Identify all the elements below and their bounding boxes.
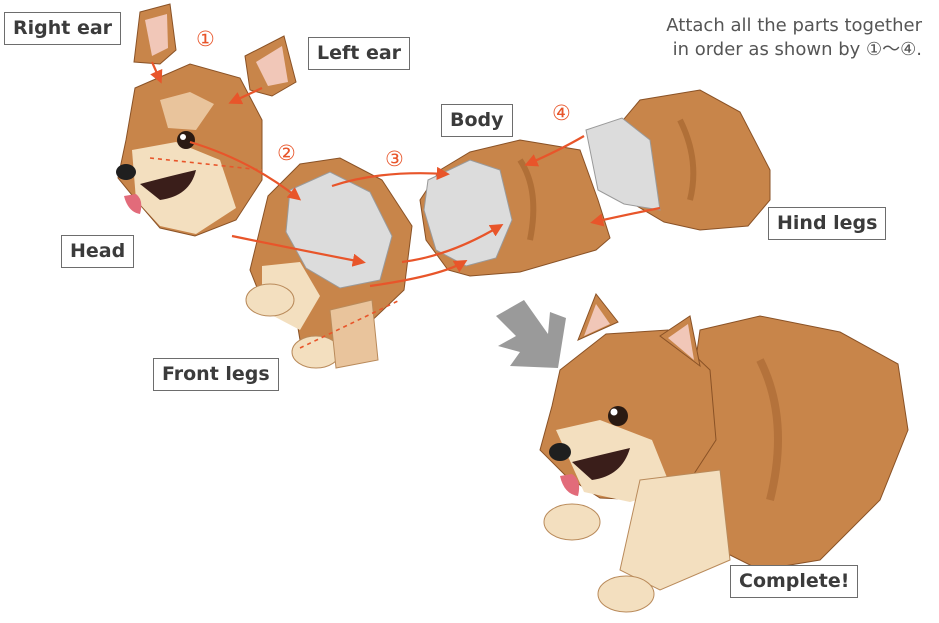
instructions-line-2: in order as shown by ①〜④.: [604, 38, 922, 62]
instructions-text: Attach all the parts together in order a…: [604, 14, 922, 62]
step-number-1: ①: [196, 27, 215, 51]
hind-legs-label: Hind legs: [768, 207, 886, 240]
left-ear-part: [245, 36, 296, 96]
step-number-4: ④: [552, 101, 571, 125]
step-number-3: ③: [385, 147, 404, 171]
head-part: [116, 64, 262, 236]
right-ear-label: Right ear: [4, 12, 121, 45]
instructions-line-1: Attach all the parts together: [604, 14, 922, 38]
body-part: [420, 140, 610, 276]
right-ear-part: [134, 4, 176, 64]
body-label: Body: [441, 104, 513, 137]
hind-legs-part: [586, 90, 770, 230]
head-label: Head: [61, 235, 134, 268]
front-legs-label: Front legs: [153, 358, 279, 391]
complete-label: Complete!: [730, 565, 858, 598]
left-ear-label: Left ear: [308, 37, 410, 70]
arrow-right-ear: [152, 62, 160, 80]
result-arrow-icon: [496, 300, 566, 368]
step-number-2: ②: [277, 141, 296, 165]
arrow-hind-to-body-2: [594, 208, 660, 222]
front-legs-part: [246, 158, 412, 368]
